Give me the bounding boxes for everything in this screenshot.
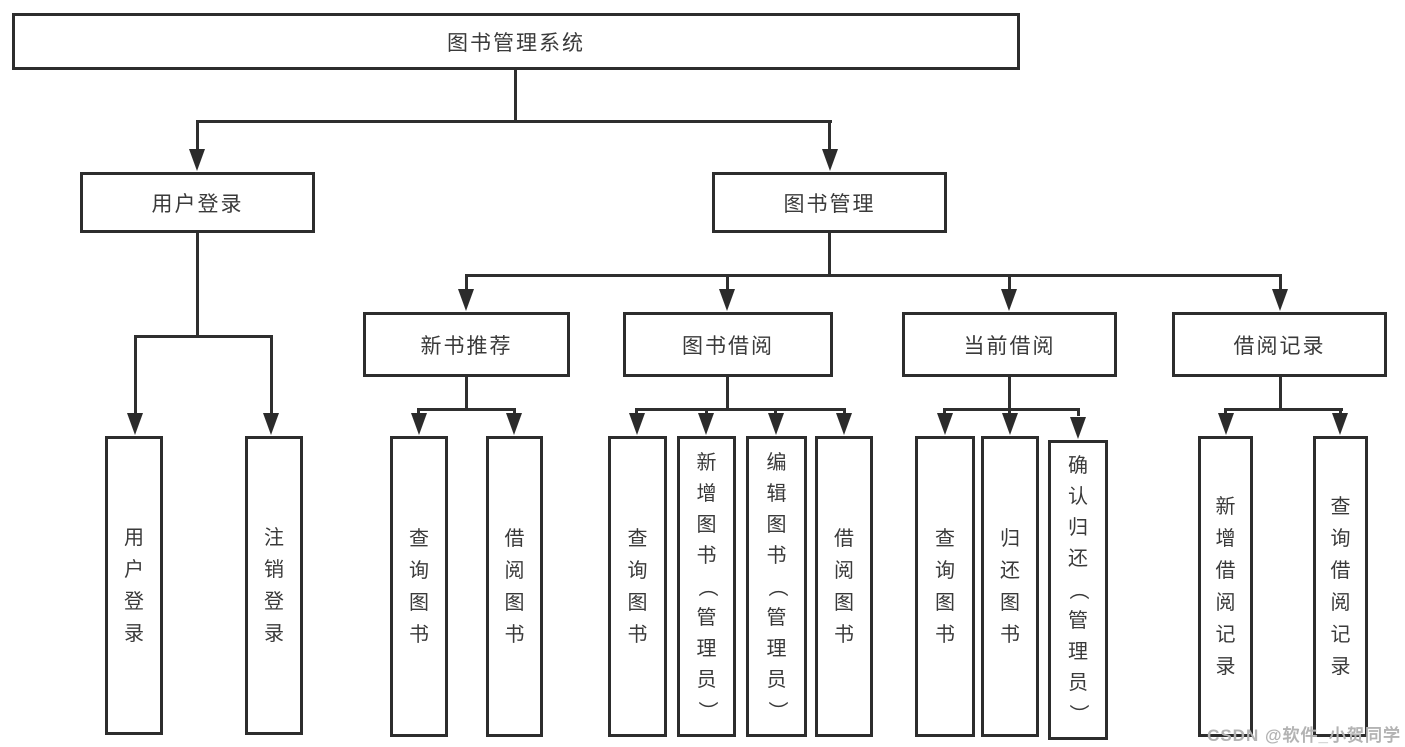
- connector-to-book-management: [828, 120, 831, 152]
- arrow-down-icon: [822, 149, 838, 171]
- node-bb-borrow-books-label: 借阅图书: [834, 527, 854, 646]
- connector-nbr-trunk: [465, 377, 468, 410]
- connector-br-trunk: [1279, 377, 1282, 410]
- connector-nbr-crossbar: [417, 408, 516, 411]
- node-nbr-query-books-label: 查询图书: [409, 527, 429, 646]
- node-br-add-record: 新增借阅记录: [1198, 436, 1253, 737]
- connector-to-nbr-borrow: [513, 408, 516, 416]
- connector-book-management-crossbar: [465, 274, 1282, 277]
- arrow-down-icon: [1001, 289, 1017, 311]
- connector-to-cb-return: [1008, 408, 1011, 416]
- arrow-down-icon: [698, 413, 714, 435]
- node-borrowing-records-label: 借阅记录: [1233, 334, 1326, 358]
- connector-user-login-crossbar: [134, 335, 273, 338]
- connector-to-br-query: [1339, 408, 1342, 416]
- arrow-down-icon: [1002, 413, 1018, 435]
- connector-to-user-login: [196, 120, 199, 152]
- node-user-login-label: 用户登录: [151, 192, 244, 216]
- connector-to-book-borrowing: [726, 274, 729, 291]
- connector-to-borrowing-records: [1279, 274, 1282, 291]
- node-bb-query-books-label: 查询图书: [627, 527, 648, 646]
- arrow-down-icon: [937, 413, 953, 435]
- node-bb-edit-books-admin: 编辑图书（管理员）: [746, 436, 807, 737]
- arrow-down-icon: [719, 289, 735, 311]
- connector-bb-crossbar: [635, 408, 846, 411]
- arrow-down-icon: [1332, 413, 1348, 435]
- node-new-book-recommendation-label: 新书推荐: [420, 334, 513, 358]
- node-br-add-record-label: 新增借阅记录: [1215, 495, 1236, 678]
- connector-to-bb-add: [705, 408, 708, 416]
- node-current-borrowing: 当前借阅: [902, 312, 1117, 377]
- connector-to-logout: [270, 335, 273, 414]
- node-logout-label: 注销登录: [264, 526, 284, 645]
- arrow-down-icon: [629, 413, 645, 435]
- node-br-query-record: 查询借阅记录: [1313, 436, 1368, 737]
- node-cb-query-books-label: 查询图书: [935, 527, 955, 646]
- arrow-down-icon: [411, 413, 427, 435]
- connector-to-bb-edit: [774, 408, 777, 416]
- arrow-down-icon: [506, 413, 522, 435]
- arrow-down-icon: [458, 289, 474, 311]
- node-login-label: 用户登录: [124, 526, 144, 645]
- node-cb-confirm-return-admin: 确认归还（管理员）: [1048, 440, 1108, 740]
- arrow-down-icon: [127, 413, 143, 435]
- node-bb-query-books: 查询图书: [608, 436, 667, 737]
- connector-root-trunk: [514, 70, 517, 122]
- connector-user-login-trunk: [196, 233, 199, 337]
- node-cb-return-books-label: 归还图书: [1000, 527, 1020, 646]
- node-bb-add-books-admin-label: 新增图书（管理员）: [695, 451, 718, 721]
- node-borrowing-records: 借阅记录: [1172, 312, 1387, 377]
- connector-to-br-add: [1224, 408, 1227, 416]
- node-login: 用户登录: [105, 436, 163, 735]
- node-book-management-label: 图书管理: [783, 192, 876, 216]
- node-nbr-query-books: 查询图书: [390, 436, 448, 737]
- arrow-down-icon: [836, 413, 852, 435]
- connector-book-management-trunk: [828, 233, 831, 276]
- connector-to-cb-confirm: [1077, 408, 1080, 416]
- node-book-borrowing: 图书借阅: [623, 312, 833, 377]
- connector-to-login: [134, 335, 137, 414]
- node-current-borrowing-label: 当前借阅: [963, 334, 1056, 358]
- arrow-down-icon: [189, 149, 205, 171]
- arrow-down-icon: [768, 413, 784, 435]
- arrow-down-icon: [263, 413, 279, 435]
- node-new-book-recommendation: 新书推荐: [363, 312, 570, 377]
- connector-to-new-book-recommendation: [465, 274, 468, 291]
- node-library-system: 图书管理系统: [12, 13, 1020, 70]
- connector-cb-trunk: [1008, 377, 1011, 410]
- node-library-system-label: 图书管理系统: [447, 31, 585, 55]
- node-bb-add-books-admin: 新增图书（管理员）: [677, 436, 736, 737]
- csdn-watermark: CSDN @软件_小贺同学: [1207, 726, 1401, 745]
- node-logout: 注销登录: [245, 436, 303, 735]
- node-nbr-borrow-books-label: 借阅图书: [504, 527, 525, 646]
- node-nbr-borrow-books: 借阅图书: [486, 436, 543, 737]
- connector-to-nbr-query: [417, 408, 420, 416]
- node-bb-edit-books-admin-label: 编辑图书（管理员）: [765, 451, 788, 721]
- node-book-borrowing-label: 图书借阅: [682, 334, 774, 358]
- connector-to-bb-query: [635, 408, 638, 416]
- connector-to-cb-query: [943, 408, 946, 416]
- connector-to-bb-borrow: [843, 408, 846, 416]
- connector-bb-trunk: [726, 377, 729, 410]
- node-cb-confirm-return-admin-label: 确认归还（管理员）: [1067, 455, 1089, 724]
- node-user-login: 用户登录: [80, 172, 315, 233]
- node-cb-query-books: 查询图书: [915, 436, 975, 737]
- node-br-query-record-label: 查询借阅记录: [1330, 495, 1351, 678]
- node-book-management: 图书管理: [712, 172, 947, 233]
- connector-cb-crossbar: [943, 408, 1080, 411]
- node-bb-borrow-books: 借阅图书: [815, 436, 873, 737]
- node-cb-return-books: 归还图书: [981, 436, 1039, 737]
- connector-to-current-borrowing: [1008, 274, 1011, 291]
- arrow-down-icon: [1218, 413, 1234, 435]
- connector-br-crossbar: [1224, 408, 1343, 411]
- connector-root-crossbar: [196, 120, 832, 123]
- arrow-down-icon: [1070, 417, 1086, 439]
- arrow-down-icon: [1272, 289, 1288, 311]
